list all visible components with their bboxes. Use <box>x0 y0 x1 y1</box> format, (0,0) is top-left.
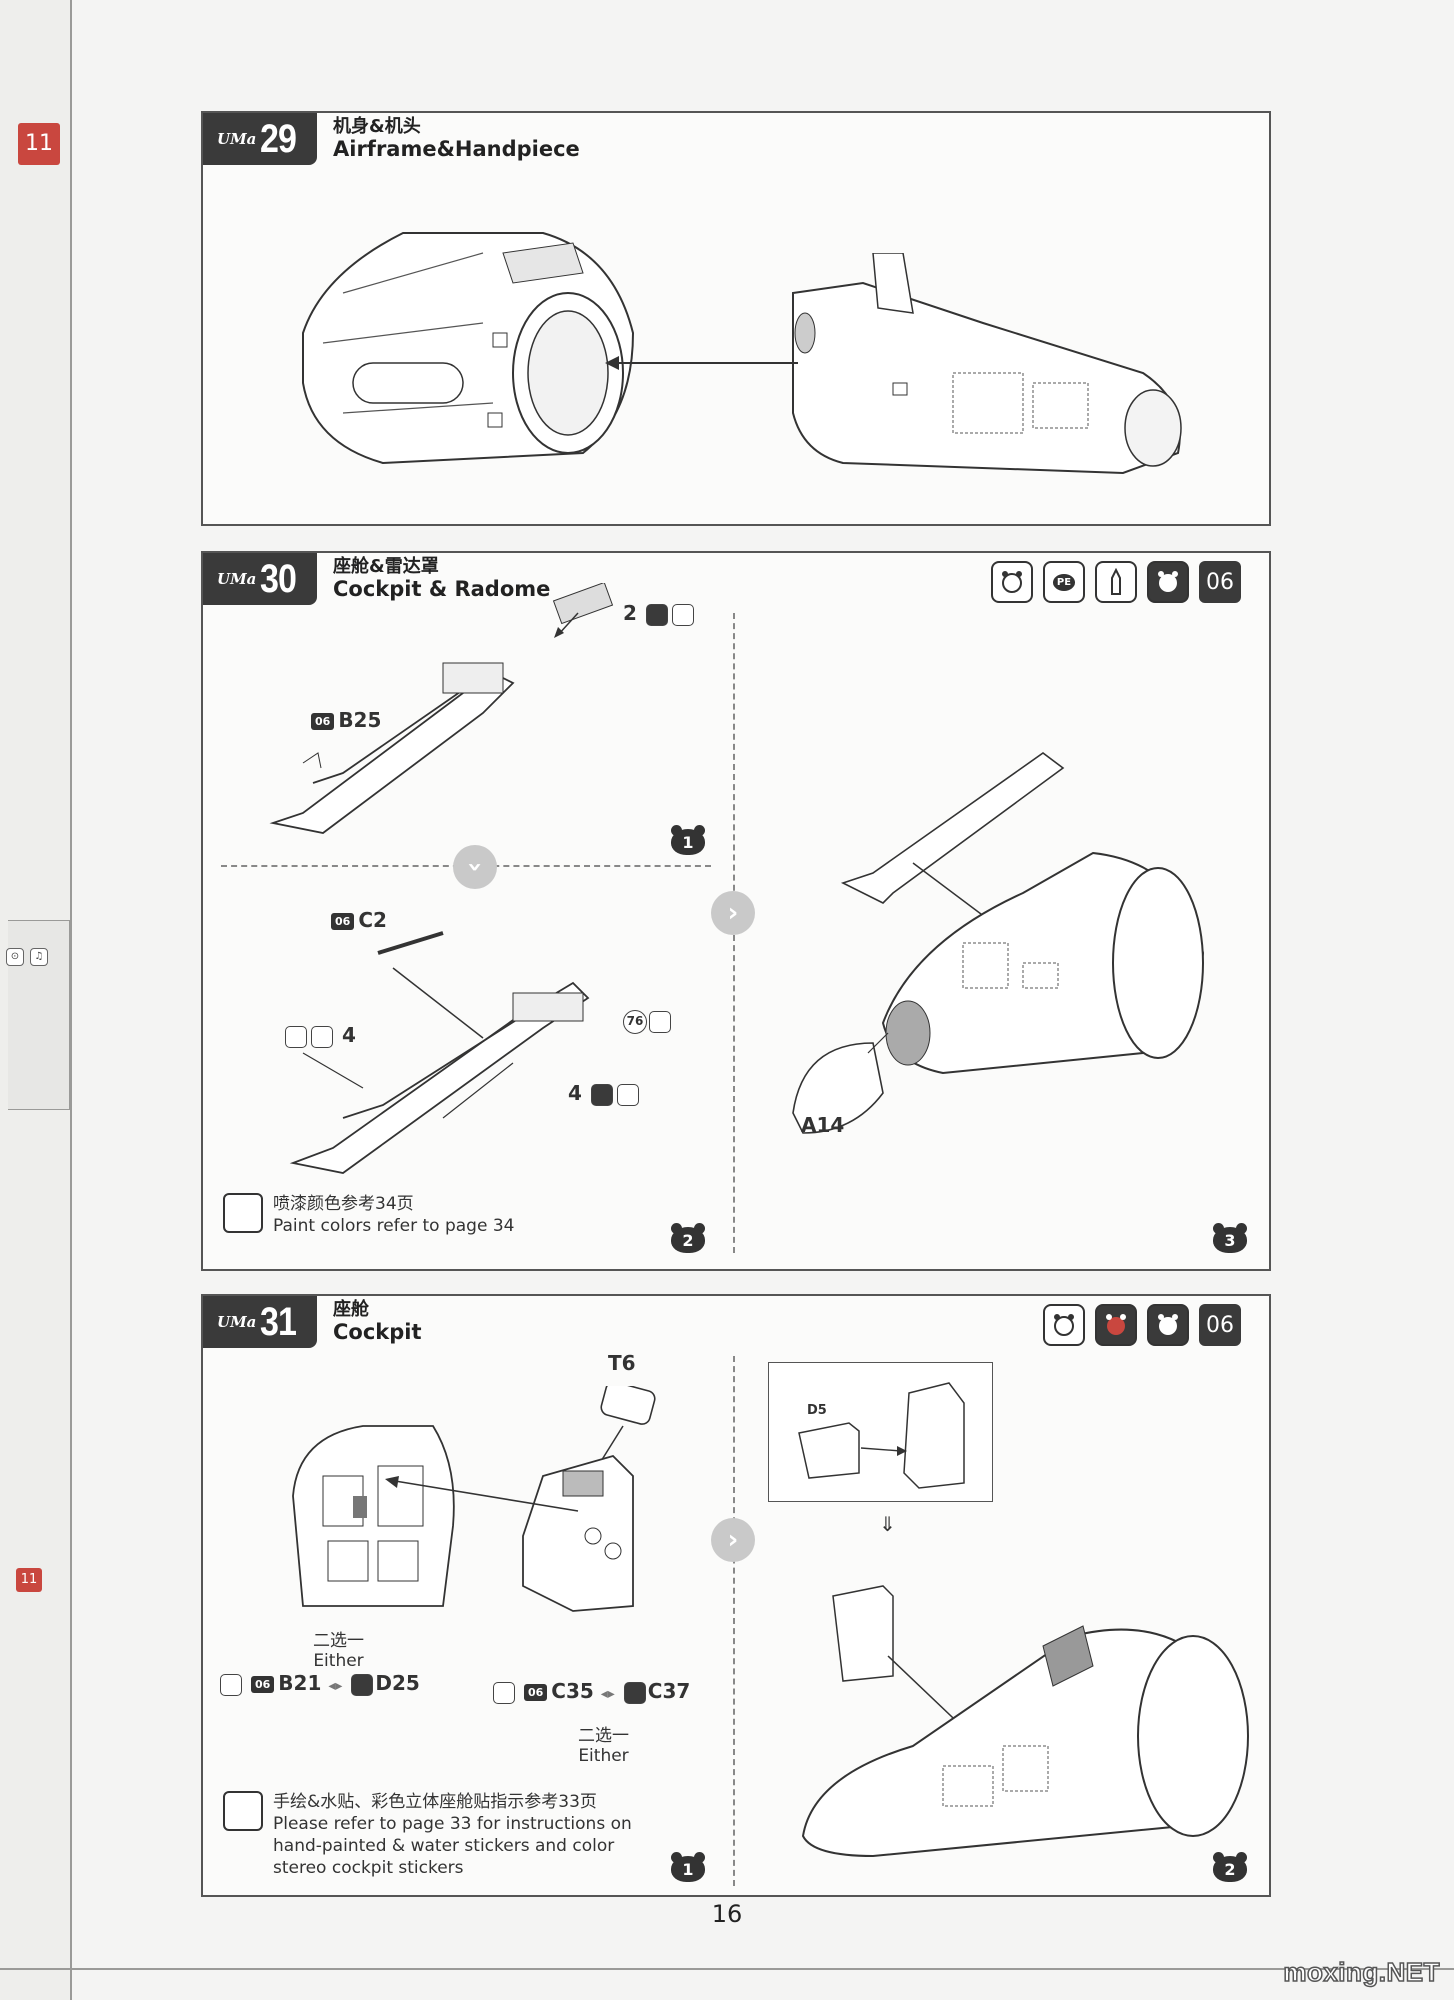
step-number: 29 <box>260 116 297 161</box>
watermark: moxing.NET <box>1283 1956 1441 1988</box>
sticker-note: 手绘&水贴、彩色立体座舱贴指示参考33页 Please refer to pag… <box>223 1791 632 1879</box>
part-a14-label: A14 <box>801 1113 845 1137</box>
paint-ref-label: 76 <box>623 1008 673 1034</box>
glue-icon: ♫ <box>30 948 48 966</box>
step-30-header: UMa 30 座舱&雷达罩 Cockpit & Radome <box>203 553 550 605</box>
brand-logo: UMa <box>217 130 257 148</box>
step-31-header: UMa 31 座舱 Cockpit <box>203 1296 422 1348</box>
pe-icon: PE <box>1043 561 1085 603</box>
forward-fuselage-drawing <box>792 253 1182 475</box>
paint-left-label: 4 <box>283 1023 356 1048</box>
paint-bottle-icon <box>671 603 694 626</box>
step-31-divider <box>733 1356 735 1886</box>
next-substep-arrow-down: › <box>453 845 497 889</box>
pe-part-drawing <box>552 583 614 638</box>
page-number: 16 <box>711 1900 743 1928</box>
glue-icon <box>1043 1304 1085 1346</box>
paint-ref-icon: ⊙ <box>6 948 24 966</box>
either-arrows-icon: ◂▸ <box>600 1686 615 1702</box>
step-30-tag: UMa 30 <box>203 553 317 605</box>
step-title-en: Cockpit <box>333 1320 422 1345</box>
warning-icon <box>223 1791 263 1831</box>
detail-inset-d5: D5 <box>768 1362 993 1502</box>
paint-cut-icon <box>623 1681 646 1704</box>
cockpit-frame-c2-drawing <box>289 931 590 1174</box>
step-30-tool-icons: PE 06 <box>991 561 1241 603</box>
assembly-arrow <box>385 1476 579 1512</box>
cockpit-frame-b25-drawing <box>269 662 515 834</box>
paint-cut-icon <box>351 1673 374 1696</box>
substep-1-bear-icon: 1 <box>671 1852 705 1882</box>
step-29-panel: UMa 29 机身&机头 Airframe&Handpiece <box>201 111 1271 526</box>
paint-note: 喷漆颜色参考34页 Paint colors refer to page 34 <box>223 1193 514 1237</box>
paint-bottle-icon <box>616 1083 639 1106</box>
glue-icon <box>493 1681 515 1704</box>
paint-cut-icon <box>590 1083 613 1106</box>
paint-bottle-icon <box>1095 561 1137 603</box>
warning-icon <box>223 1193 263 1233</box>
glue-icon <box>311 1025 333 1048</box>
brand-logo: UMa <box>217 1313 257 1331</box>
next-substep-arrow-right: › <box>711 891 755 935</box>
detail-arrow-down-icon: ⇓ <box>879 1512 896 1536</box>
substep-2-bear-icon: 2 <box>1213 1852 1247 1882</box>
note-en-2: hand-painted & water stickers and color <box>273 1836 615 1857</box>
step-31-tool-icons: 06 <box>1043 1304 1241 1346</box>
step-30-panel: UMa 30 座舱&雷达罩 Cockpit & Radome PE 06 <box>201 551 1271 1271</box>
substep-2-bear-icon: 2 <box>671 1223 705 1253</box>
paint-cut-icon <box>1147 561 1189 603</box>
sprue-badge: 06 <box>1199 1304 1241 1346</box>
note-en: Paint colors refer to page 34 <box>273 1216 515 1237</box>
chapter-tab: 11 <box>18 123 60 165</box>
step-number: 31 <box>260 1299 297 1344</box>
sprue-badge: 06 <box>1199 561 1241 603</box>
rear-fuselage-drawing <box>302 232 635 465</box>
paint-right-label: 4 <box>568 1081 641 1106</box>
glue-icon <box>991 561 1033 603</box>
step-31-panel: UMa 31 座舱 Cockpit 06 <box>201 1294 1271 1897</box>
step-29-tag: UMa 29 <box>203 113 317 165</box>
next-substep-arrow-right: › <box>711 1518 755 1562</box>
bottom-edge-line <box>0 1968 1454 1970</box>
substep-1-bear-icon: 1 <box>671 825 705 855</box>
either-label-1: 二选一 Either <box>313 1631 364 1671</box>
substep-3-bear-icon: 3 <box>1213 1223 1247 1253</box>
step-title-cn: 座舱&雷达罩 <box>333 555 439 577</box>
step-title-en: Airframe&Handpiece <box>333 137 580 162</box>
ejection-seat-drawing <box>522 1386 656 1612</box>
note-en-3: stereo cockpit stickers <box>273 1858 464 1879</box>
note-en-1: Please refer to page 33 for instructions… <box>273 1814 632 1835</box>
part-d5-label: D5 <box>807 1403 827 1418</box>
decal-icon <box>1095 1304 1137 1346</box>
step-number: 30 <box>260 556 297 601</box>
step-31-tag: UMa 31 <box>203 1296 317 1348</box>
either-label-2: 二选一 Either <box>578 1726 629 1766</box>
step-29-header: UMa 29 机身&机头 Airframe&Handpiece <box>203 113 580 165</box>
paint-cut-icon <box>1147 1304 1189 1346</box>
chapter-tab-small: 11 <box>16 1568 42 1592</box>
assembly-arrow <box>605 356 798 370</box>
paint-cut-icon <box>645 603 668 626</box>
cockpit-final-drawing <box>801 1585 1249 1858</box>
step-title-en: Cockpit & Radome <box>333 577 551 602</box>
glue-icon <box>649 1010 671 1033</box>
brand-logo: UMa <box>217 570 257 588</box>
paint-bottle-icon <box>285 1025 307 1048</box>
note-cn: 手绘&水贴、彩色立体座舱贴指示参考33页 <box>273 1792 597 1812</box>
pe-count-label: 2 <box>623 601 696 626</box>
cockpit-install-drawing <box>792 752 1205 1134</box>
seat-d5-drawing <box>798 1382 965 1489</box>
step-title-cn: 机身&机头 <box>333 115 421 137</box>
part-t6-label: T6 <box>608 1351 636 1375</box>
step-title-cn: 座舱 <box>333 1298 369 1320</box>
either-arrows-icon: ◂▸ <box>328 1678 343 1694</box>
instrument-panel-drawing <box>292 1425 455 1607</box>
glue-icon <box>220 1673 242 1696</box>
note-cn: 喷漆颜色参考34页 <box>273 1194 414 1214</box>
